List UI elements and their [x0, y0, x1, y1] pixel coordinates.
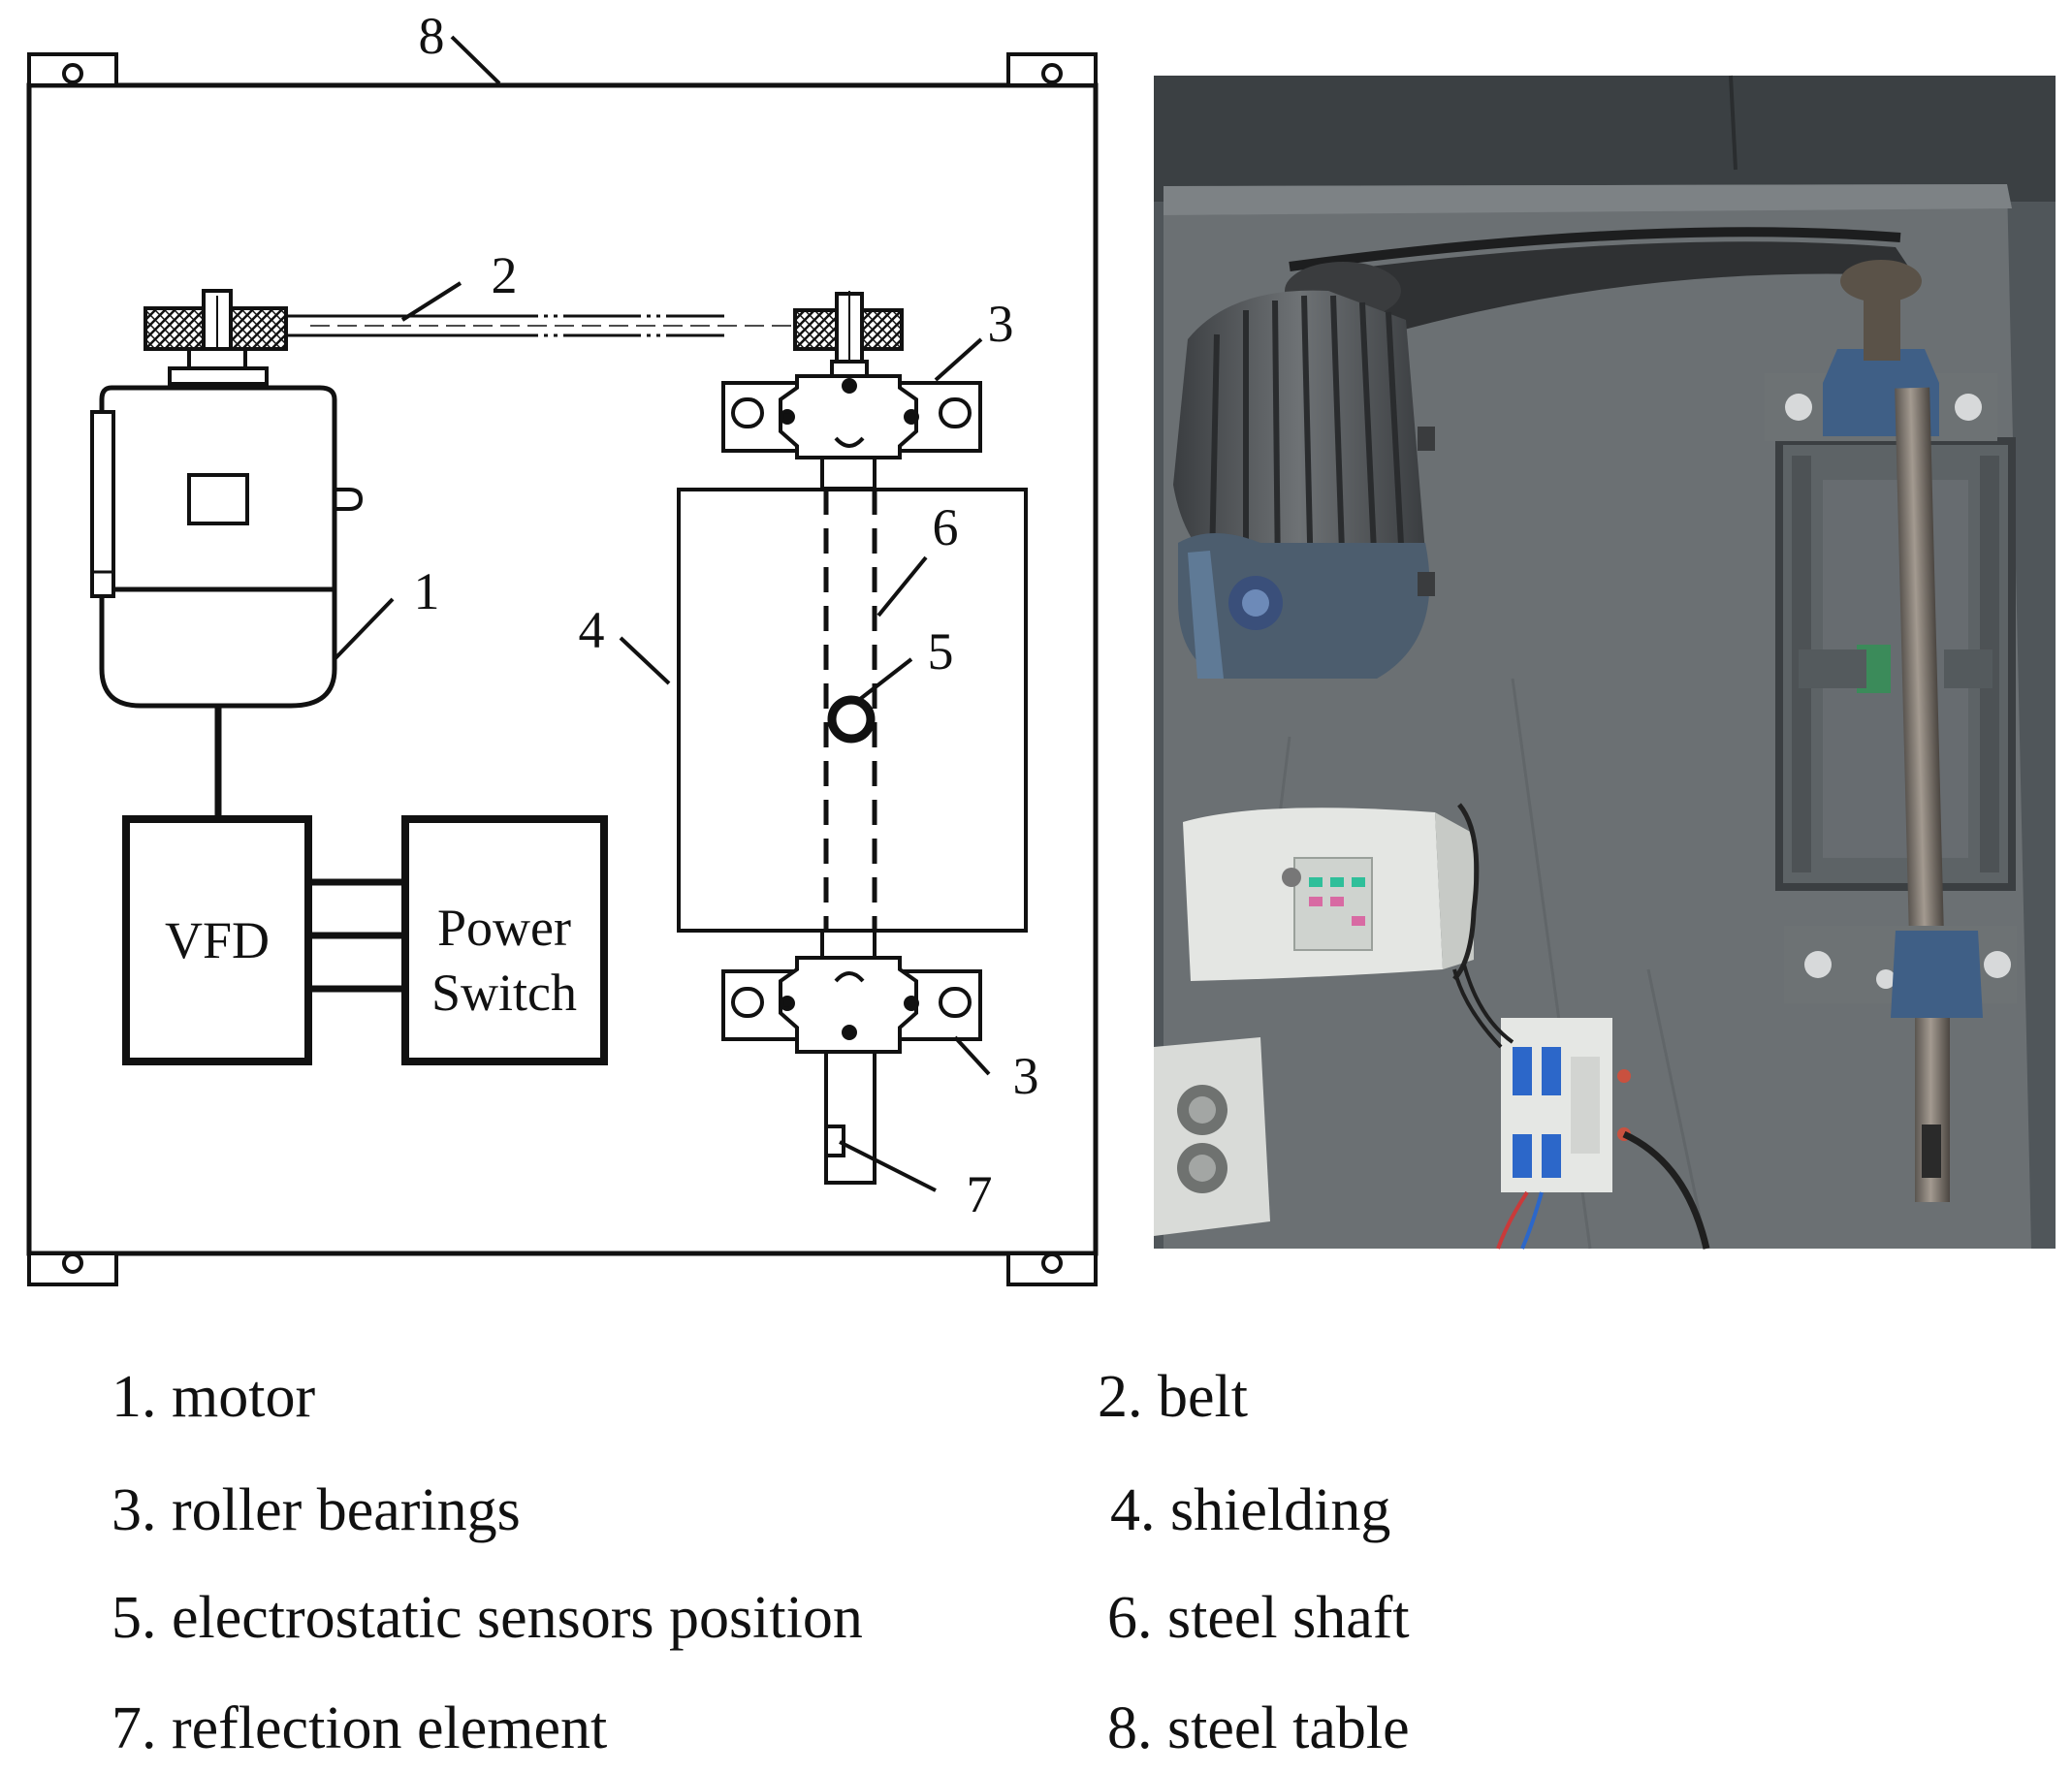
shaft-pulley	[793, 291, 904, 378]
callout-5: 5	[928, 622, 954, 681]
callout-1: 1	[414, 562, 440, 620]
schematic-text: VFD Power Switch	[165, 899, 577, 1022]
photo-shaft	[1895, 387, 1946, 1009]
callout-2: 2	[492, 246, 518, 304]
test-rig-photo	[1154, 75, 2056, 1250]
vfd-power-wires	[308, 878, 405, 993]
photo-vfd	[1183, 803, 1480, 981]
motor-body	[90, 385, 364, 819]
callout-6: 6	[933, 498, 959, 556]
vfd-label: VFD	[165, 911, 270, 969]
callout-3-top: 3	[988, 295, 1014, 353]
callout-3-bottom: 3	[1013, 1047, 1039, 1105]
callout-4: 4	[579, 601, 605, 659]
callout-8: 8	[419, 7, 445, 65]
bottom-roller-bearing	[721, 956, 982, 1054]
photo-motor	[1173, 262, 1435, 679]
motor-pulley	[143, 289, 288, 386]
vfd-box	[122, 815, 312, 1065]
photo-belt	[1289, 227, 1915, 334]
power-switch-label-line2: Switch	[431, 964, 577, 1022]
callout-7: 7	[967, 1165, 993, 1223]
shaft-end	[824, 1050, 877, 1185]
power-switch-box	[401, 815, 608, 1065]
reflection-element-marker	[824, 1125, 845, 1157]
legend-item-8: 8. steel table	[1107, 1695, 1410, 1761]
photo-switch-box	[1154, 1037, 1270, 1236]
steel-shaft-hidden	[823, 490, 877, 931]
legend-item-4: 4. shielding	[1110, 1477, 1391, 1543]
schematic-drawing	[26, 35, 1099, 1286]
top-roller-bearing	[721, 374, 982, 459]
shielding-box	[677, 488, 1028, 933]
leader-lines	[333, 35, 991, 1192]
power-switch-label-line1: Power	[437, 899, 571, 957]
callout-numbers: 8 2 3 1 6 4 5 3 7	[414, 7, 1039, 1223]
photo-shaft-assembly	[1765, 260, 2017, 1202]
mounting-tabs	[27, 52, 1098, 1286]
photo-breaker	[1501, 1018, 1631, 1192]
photo-wires	[1452, 964, 1710, 1250]
legend-item-7: 7. reflection element	[112, 1695, 608, 1761]
legend-item-3: 3. roller bearings	[112, 1477, 521, 1543]
legend-item-1: 1. motor	[112, 1364, 316, 1430]
legend-item-5: 5. electrostatic sensors position	[112, 1585, 863, 1651]
electrostatic-sensor-marker	[827, 695, 876, 744]
legend-item-6: 6. steel shaft	[1107, 1585, 1410, 1651]
legend-item-2: 2. belt	[1098, 1364, 1248, 1430]
belt	[286, 314, 795, 337]
